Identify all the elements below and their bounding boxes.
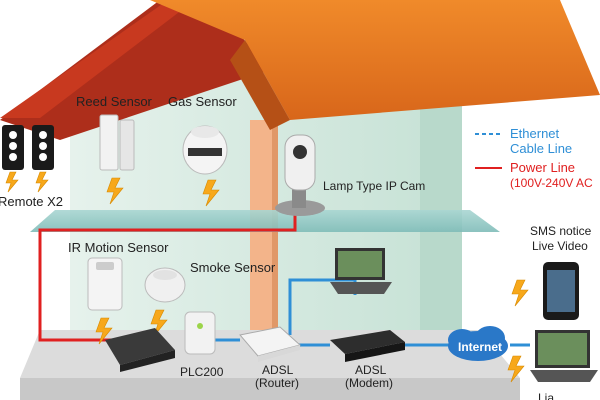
plc200-label: PLC200: [180, 365, 224, 379]
smartphone-device: [543, 262, 579, 320]
ethernet-legend-line1: Ethernet: [510, 126, 560, 141]
lightning-bolt-icon: [511, 279, 529, 307]
gas-sensor-device: [182, 125, 228, 175]
adsl-router-label-line1: ADSL: [262, 363, 294, 377]
roof-left-edge: [0, 0, 270, 140]
roof-main: [150, 0, 600, 120]
sms-label-line2: Live Video: [532, 239, 588, 253]
smoke-sensor-device: [144, 267, 186, 303]
power-legend-line1: Power Line: [510, 160, 575, 175]
adsl-modem-label-line2: (Modem): [345, 376, 393, 390]
remote-device-1: [2, 125, 24, 170]
remote-device-2: [32, 125, 54, 170]
house-side-wall: [420, 75, 462, 330]
ir-motion-label: IR Motion Sensor: [68, 240, 169, 255]
ethernet-legend-line2: Cable Line: [510, 141, 572, 156]
power-legend-line2: (100V-240V AC: [510, 176, 593, 190]
roof-left-face: [0, 0, 195, 118]
lightning-bolt-icon: [150, 309, 168, 337]
cloud-icon: [448, 326, 508, 361]
ip-cam-label: Lamp Type IP Cam: [323, 179, 425, 193]
lightning-bolt-icon: [106, 177, 124, 205]
gateway-device: [105, 328, 175, 372]
gas-sensor-label: Gas Sensor: [168, 94, 237, 109]
adsl-router-label-line2: (Router): [255, 376, 299, 390]
internet-label: Internet: [458, 340, 502, 354]
adsl-router-device: [239, 326, 302, 362]
roof-fascia: [230, 40, 290, 130]
lightning-bolt-icon: [5, 171, 19, 193]
reed-sensor-device: [99, 114, 135, 171]
lightning-bolt-icon: [202, 179, 220, 207]
remote-label: Remote X2: [0, 194, 63, 209]
laptop-house: [330, 248, 392, 294]
reed-sensor-label: Reed Sensor: [76, 94, 153, 109]
lightning-bolt-icon: [35, 171, 49, 193]
smoke-sensor-label: Smoke Sensor: [190, 260, 276, 275]
lightning-bolt-icon: [507, 355, 525, 383]
live-label-partial: Lia: [538, 391, 554, 400]
middle-floor: [30, 210, 500, 232]
ip-cam-device: [275, 134, 325, 216]
plc200-device: [184, 311, 216, 355]
sms-label-line1: SMS notice: [530, 224, 592, 238]
laptop-remote: [530, 330, 598, 382]
ir-motion-sensor-device: [87, 257, 123, 311]
power-line: [38, 200, 297, 342]
lightning-bolt-icon: [95, 317, 113, 345]
adsl-modem-device: [330, 330, 405, 362]
ground-floor-front: [20, 378, 520, 400]
adsl-modem-label-line1: ADSL: [355, 363, 387, 377]
